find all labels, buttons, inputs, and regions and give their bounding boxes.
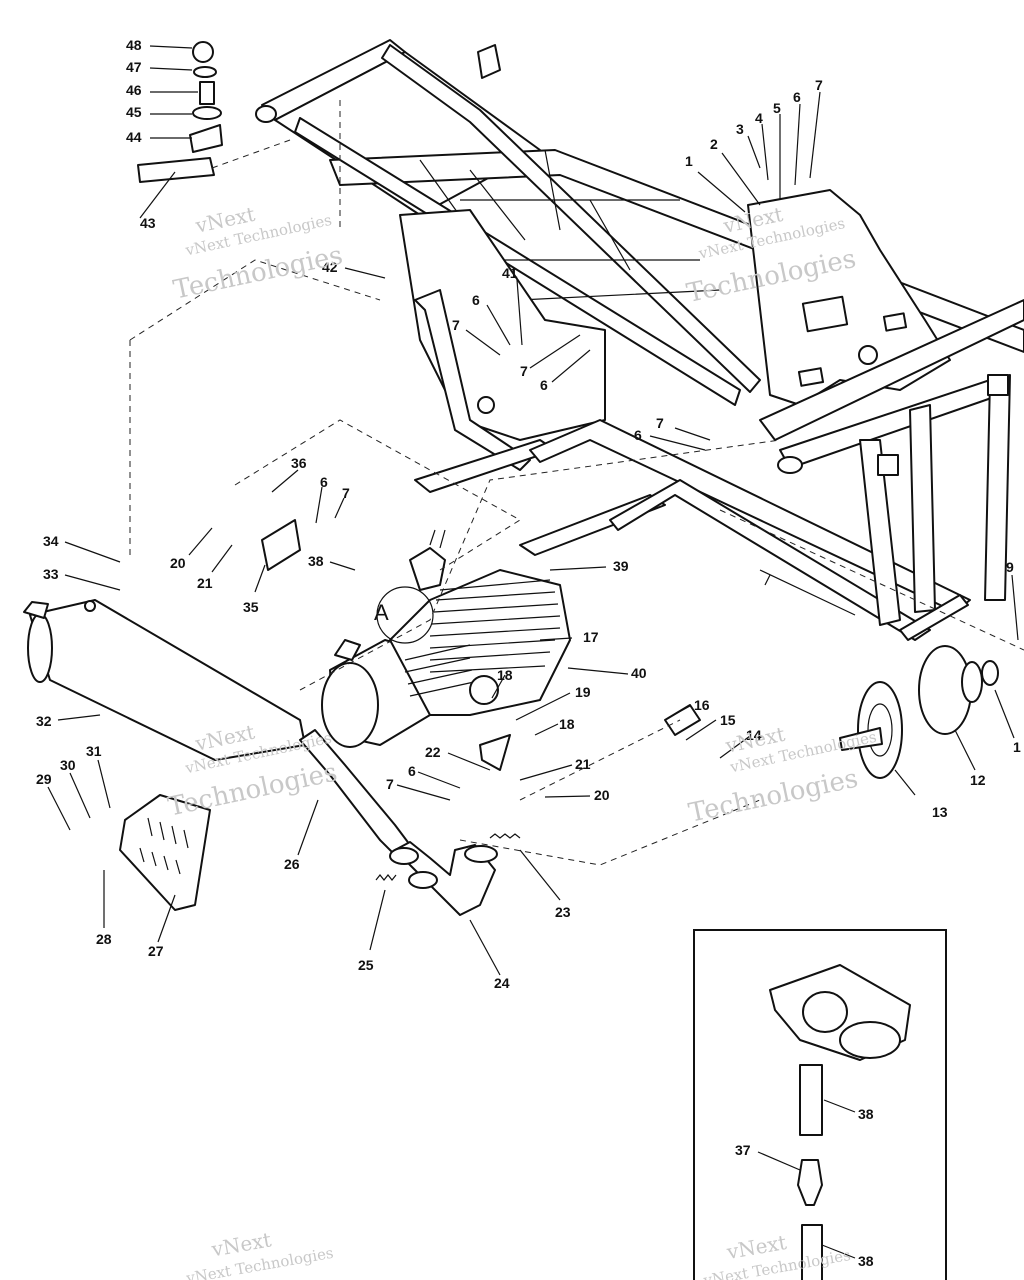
callout-29: 29 <box>36 771 52 787</box>
callout-6-frame-center: 6 <box>540 377 548 393</box>
exhaust-assembly <box>23 599 521 916</box>
callout-33: 33 <box>43 566 59 582</box>
callout-14: 14 <box>746 727 762 743</box>
callout-24: 24 <box>494 975 510 991</box>
callout-39: 39 <box>613 558 629 574</box>
detail-a-callout-circle <box>376 586 434 644</box>
callout-31: 31 <box>86 743 102 759</box>
callout-13: 13 <box>932 804 948 820</box>
callout-34: 34 <box>43 533 59 549</box>
callout-11: 1 <box>1013 739 1021 755</box>
callout-12: 12 <box>970 772 986 788</box>
callout-5: 5 <box>773 100 781 116</box>
callout-2: 2 <box>710 136 718 152</box>
top-left-hardware-stack <box>137 41 223 183</box>
callout-45: 45 <box>126 104 142 120</box>
exhaust-mount-bracket <box>479 734 511 771</box>
callout-6-exhaust: 6 <box>408 763 416 779</box>
callout-35: 35 <box>243 599 259 615</box>
callout-7: 7 <box>815 77 823 93</box>
callout-42: 42 <box>322 259 338 275</box>
callout-38-inset-lower: 38 <box>858 1253 874 1269</box>
callout-16: 16 <box>694 697 710 713</box>
watermark-top-left: vNext vNext Technologies Technologies <box>171 202 346 306</box>
callout-6-frame-left: 6 <box>472 292 480 308</box>
callout-27: 27 <box>148 943 164 959</box>
callout-38-fuel-line: 38 <box>308 553 324 569</box>
callout-48: 48 <box>126 37 142 53</box>
callout-23: 23 <box>555 904 571 920</box>
drive-clutch <box>839 645 999 779</box>
detail-marker-a: A <box>374 600 389 625</box>
callout-28: 28 <box>96 931 112 947</box>
callout-7-frame-lower: 7 <box>656 415 664 431</box>
callout-7-mount: 7 <box>342 485 350 501</box>
heat-shield <box>119 794 211 911</box>
callout-32: 32 <box>36 713 52 729</box>
callout-36: 36 <box>291 455 307 471</box>
callout-7-frame-center: 7 <box>520 363 528 379</box>
callout-40: 40 <box>631 665 647 681</box>
callout-30: 30 <box>60 757 76 773</box>
callout-18-upper: 18 <box>497 667 513 683</box>
callout-7-frame-left: 7 <box>452 317 460 333</box>
assembly-guide-lines <box>129 100 1024 866</box>
callout-46: 46 <box>126 82 142 98</box>
callout-18-lower: 18 <box>559 716 575 732</box>
callout-6-mount: 6 <box>320 474 328 490</box>
callout-6-frame-lower: 6 <box>634 427 642 443</box>
carburetor-detail-inset <box>693 929 947 1280</box>
callout-20-exhaust: 20 <box>594 787 610 803</box>
callout-47: 47 <box>126 59 142 75</box>
callout-3: 3 <box>736 121 744 137</box>
callout-7-exhaust: 7 <box>386 776 394 792</box>
frame-assembly <box>255 39 1024 641</box>
callout-1: 1 <box>685 153 693 169</box>
callout-4: 4 <box>755 110 763 126</box>
engine-mount-bracket <box>261 519 301 571</box>
callout-21-mount: 21 <box>197 575 213 591</box>
callout-41: 41 <box>502 265 518 281</box>
callout-26: 26 <box>284 856 300 872</box>
watermark-middle-right: vNext vNext Technologies Technologies <box>686 722 878 829</box>
callout-19: 19 <box>575 684 591 700</box>
engine-assembly <box>321 529 571 748</box>
callout-22: 22 <box>425 744 441 760</box>
callout-43: 43 <box>140 215 156 231</box>
callout-38-inset-upper: 38 <box>858 1106 874 1122</box>
callout-labels: 1 2 3 4 5 6 7 6 7 41 7 6 7 6 42 43 44 45… <box>36 37 1021 1269</box>
callout-20-mount: 20 <box>170 555 186 571</box>
callout-17: 17 <box>583 629 599 645</box>
callout-21-exhaust: 21 <box>575 756 591 772</box>
callout-leaders <box>47 45 1019 1259</box>
callout-44: 44 <box>126 129 142 145</box>
callout-6: 6 <box>793 89 801 105</box>
callout-15: 15 <box>720 712 736 728</box>
callout-25: 25 <box>358 957 374 973</box>
watermark-bottom-left: vNext vNext Technologies <box>184 1227 335 1280</box>
callout-37: 37 <box>735 1142 751 1158</box>
watermark-tech: Technologies <box>686 764 861 829</box>
callout-9: 9 <box>1006 559 1014 575</box>
